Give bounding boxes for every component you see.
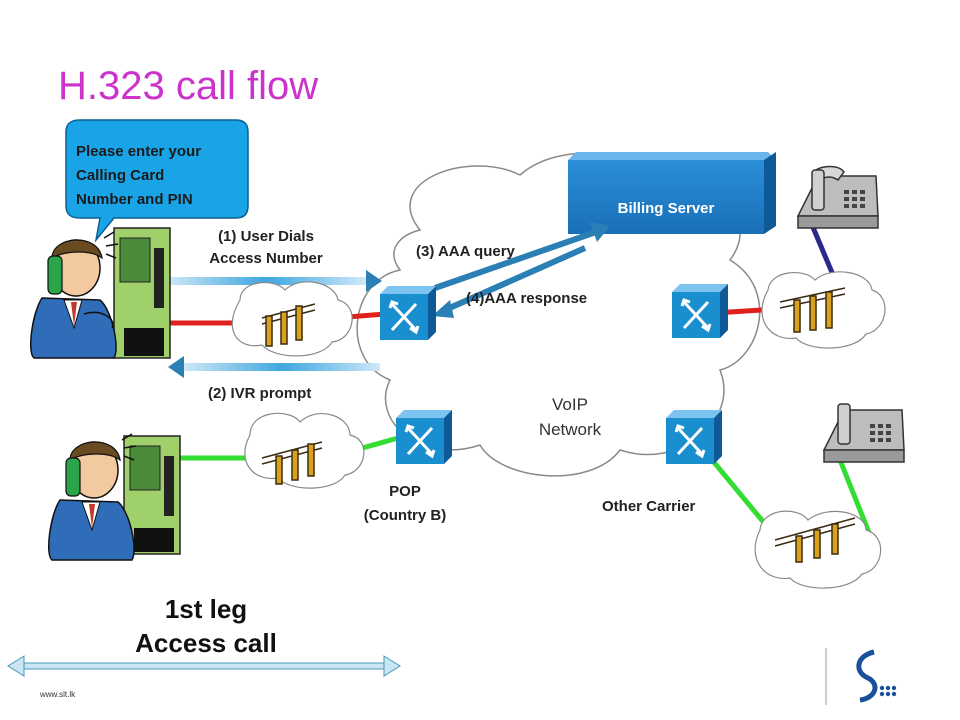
billing-server: [568, 152, 776, 234]
telephone-pole-icon: [779, 287, 846, 333]
speech-bubble-line: Calling Card: [76, 167, 165, 184]
other-carrier-label: Other Carrier: [602, 498, 696, 515]
step-user-dials-line2: Access Number: [209, 250, 323, 267]
footer-url: www.slt.lk: [40, 690, 76, 699]
leg-label-line2: Access call: [135, 628, 277, 658]
person-on-phone-icon: [29, 231, 119, 359]
pop-label: POP (Country B): [350, 480, 460, 528]
router-icon: [672, 284, 728, 338]
router-icon: [666, 410, 722, 464]
step-user-dials: (1) User Dials Access Number: [176, 226, 356, 270]
payphone-icon: [113, 227, 171, 359]
telephone-pole-icon: [261, 303, 316, 347]
speech-bubble-line: Please enter your: [76, 143, 202, 160]
payphone-icon: [123, 435, 181, 555]
pop-label-line1: POP: [389, 483, 421, 500]
logo-icon: [856, 649, 897, 703]
pop-label-line2: (Country B): [363, 507, 447, 524]
phone-icon: [796, 165, 879, 229]
pstn-cloud-1: [231, 281, 353, 357]
arrow-aaa-response: [432, 245, 587, 318]
pstn-cloud-4: [754, 510, 882, 589]
telephone-pole-icon: [774, 517, 856, 563]
leg-label: 1st leg Access call: [116, 592, 296, 660]
voip-network-label: VoIP Network: [520, 392, 620, 442]
router-icon: [396, 410, 452, 464]
pstn-cloud-2: [244, 412, 365, 489]
arrow-aaa-query: [434, 222, 610, 291]
person-on-phone-icon: [47, 433, 137, 561]
phone-icon: [822, 403, 905, 463]
slide-title: H.323 call flow: [58, 64, 319, 108]
billing-server-label: Billing Server: [617, 200, 715, 217]
arrow-ivr-prompt: [168, 356, 380, 378]
flow-arrows: [166, 222, 610, 378]
router-icon: [380, 286, 436, 340]
telephone-pole-icon: [261, 441, 323, 485]
speech-bubble-text: Please enter your Calling Card Number an…: [76, 140, 251, 212]
speech-bubble-line: Number and PIN: [76, 191, 193, 208]
step-ivr-prompt: (2) IVR prompt: [208, 385, 312, 402]
step-aaa-query: (3) AAA query: [416, 243, 515, 260]
voip-network-line2: Network: [538, 420, 602, 439]
leg-double-arrow: [7, 655, 401, 677]
speech-bubble: [65, 119, 249, 243]
step-aaa-response: (4)AAA response: [466, 290, 588, 307]
leg-label-line1: 1st leg: [164, 594, 248, 624]
pstn-cloud-3: [761, 271, 886, 349]
voip-network-line1: VoIP: [552, 395, 588, 414]
step-user-dials-line1: (1) User Dials: [218, 228, 314, 245]
arrow-user-dials: [166, 270, 382, 292]
